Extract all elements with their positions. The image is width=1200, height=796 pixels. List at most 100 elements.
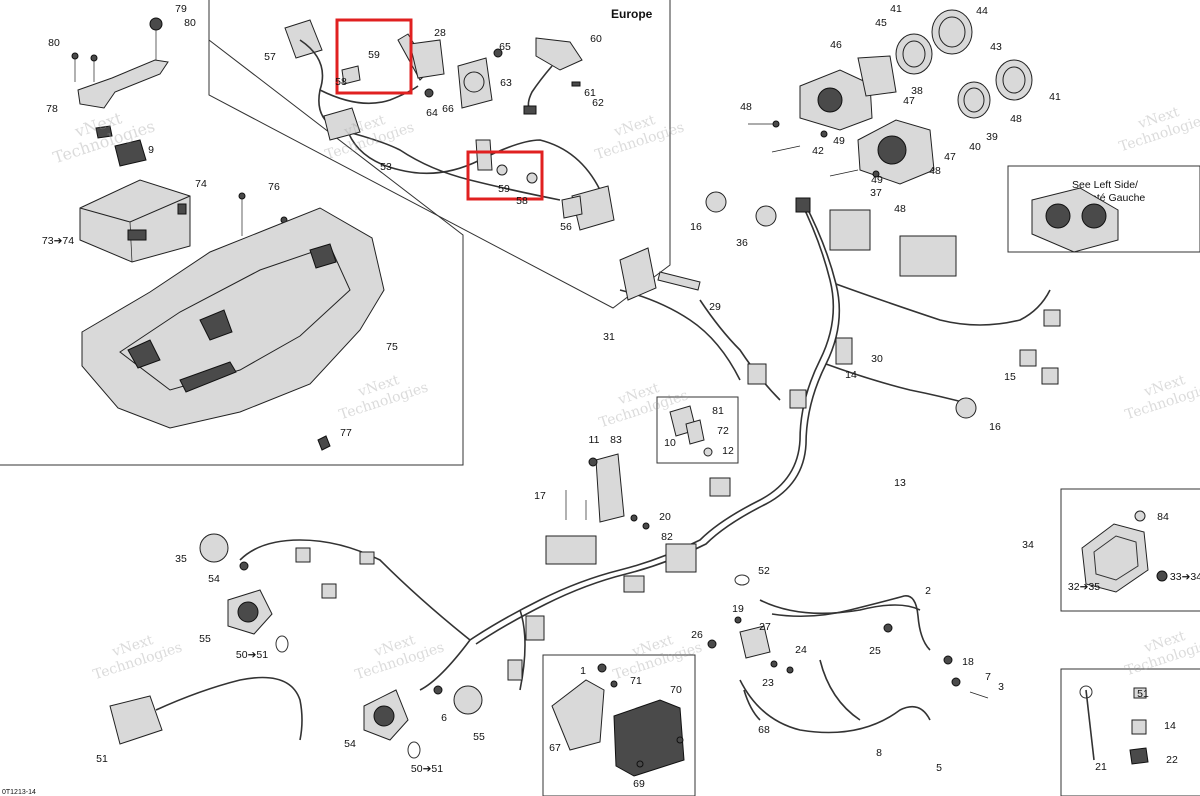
- callout-71: 52: [758, 565, 770, 577]
- callout-93: 50➔51: [411, 763, 443, 775]
- callout-31: 38: [911, 85, 923, 97]
- bracket-assembly: [71, 17, 169, 109]
- callout-21: 53: [380, 161, 392, 173]
- headlight-units: [799, 55, 935, 185]
- callout-32: 47: [903, 95, 915, 107]
- callout-58: 17: [534, 490, 546, 502]
- main-harness-20: [239, 199, 1051, 734]
- callout-78: 18: [962, 656, 974, 668]
- callout-17: 62: [592, 97, 604, 109]
- callout-85: 67: [549, 742, 561, 754]
- callout-83: 71: [630, 675, 642, 687]
- callout-87: 68: [758, 724, 770, 736]
- callout-80: 3: [998, 681, 1004, 693]
- callout-64: 32➔35: [1068, 581, 1100, 593]
- callout-36: 40: [969, 141, 981, 153]
- callout-37: 48: [740, 101, 752, 113]
- left-side-note-box: [1007, 165, 1200, 253]
- callout-48: 30: [871, 353, 883, 365]
- callout-8: 75: [386, 341, 398, 353]
- callout-2: 80: [48, 37, 60, 49]
- callout-40: 48: [929, 165, 941, 177]
- battery-cover-9: [95, 125, 147, 167]
- callout-79: 7: [985, 671, 991, 683]
- callout-68: 55: [199, 633, 211, 645]
- callout-56: 11: [589, 434, 600, 446]
- connector-inset-10-12: [669, 405, 713, 457]
- callout-33: 48: [1010, 113, 1022, 125]
- callout-25: 41: [890, 3, 902, 15]
- callout-23: 58: [516, 195, 528, 207]
- callout-61: 82: [661, 531, 673, 543]
- oring-19: [734, 574, 750, 586]
- callout-76: 24: [795, 644, 807, 656]
- callout-77: 25: [869, 645, 881, 657]
- sensor-81: [955, 397, 977, 419]
- callout-47: 29: [709, 301, 721, 313]
- callout-1: 80: [184, 17, 196, 29]
- callout-62: 84: [1157, 511, 1169, 523]
- callout-92: 54: [344, 738, 356, 750]
- callout-39: 49: [833, 135, 845, 147]
- lamps-left: [109, 533, 483, 759]
- starter-solenoid-23: [707, 616, 794, 721]
- callout-38: 42: [812, 145, 824, 157]
- highlight-59-58-upper: [335, 18, 413, 95]
- battery-tray-75: [81, 207, 385, 429]
- callout-41: 37: [870, 187, 882, 199]
- callout-12: 28: [434, 27, 446, 39]
- regulator-67: [551, 663, 685, 777]
- callout-16: 61: [584, 87, 596, 99]
- callout-19: 64: [426, 107, 438, 119]
- callout-42: 49: [871, 174, 883, 186]
- callout-94: 51: [1137, 688, 1149, 700]
- callout-69: 50➔51: [236, 649, 268, 661]
- callout-91: 55: [473, 731, 485, 743]
- callout-50: 15: [1004, 371, 1016, 383]
- callout-66: 35: [175, 553, 187, 565]
- callout-30: 41: [1049, 91, 1061, 103]
- callout-34: 39: [986, 131, 998, 143]
- callout-54: 72: [717, 425, 729, 437]
- callout-55: 12: [722, 445, 734, 457]
- battery-74: [79, 179, 191, 263]
- callout-46: 31: [603, 331, 615, 343]
- callout-3: 78: [46, 103, 58, 115]
- callout-0: 79: [175, 3, 187, 15]
- callout-59: 13: [894, 477, 906, 489]
- callout-97: 22: [1166, 754, 1178, 766]
- callout-18: 63: [500, 77, 512, 89]
- callout-67: 54: [208, 573, 220, 585]
- callout-6: 73➔74: [42, 235, 74, 247]
- callout-22: 59: [498, 183, 510, 195]
- callout-45: 36: [736, 237, 748, 249]
- callout-51: 16: [989, 421, 1001, 433]
- callout-86: 69: [633, 778, 645, 790]
- callout-90: 6: [441, 712, 447, 724]
- connectors-main: [295, 197, 1061, 681]
- callout-15: 60: [590, 33, 602, 45]
- callout-43: 48: [894, 203, 906, 215]
- callout-75: 23: [762, 677, 774, 689]
- callout-9: 77: [340, 427, 352, 439]
- callout-11: 59: [368, 49, 380, 61]
- left-side-headlights: [1031, 187, 1119, 253]
- callout-95: 14: [1164, 720, 1176, 732]
- inset-box-regulator: [542, 654, 696, 796]
- callout-72: 19: [732, 603, 744, 615]
- callout-65: 33➔34: [1170, 571, 1200, 583]
- callout-84: 70: [670, 684, 682, 696]
- side-note-line1: See Left Side/: [1072, 179, 1138, 191]
- callout-74: 27: [759, 621, 771, 633]
- callout-7: 76: [268, 181, 280, 193]
- region-label: Europe: [611, 7, 653, 21]
- callout-73: 26: [691, 629, 703, 641]
